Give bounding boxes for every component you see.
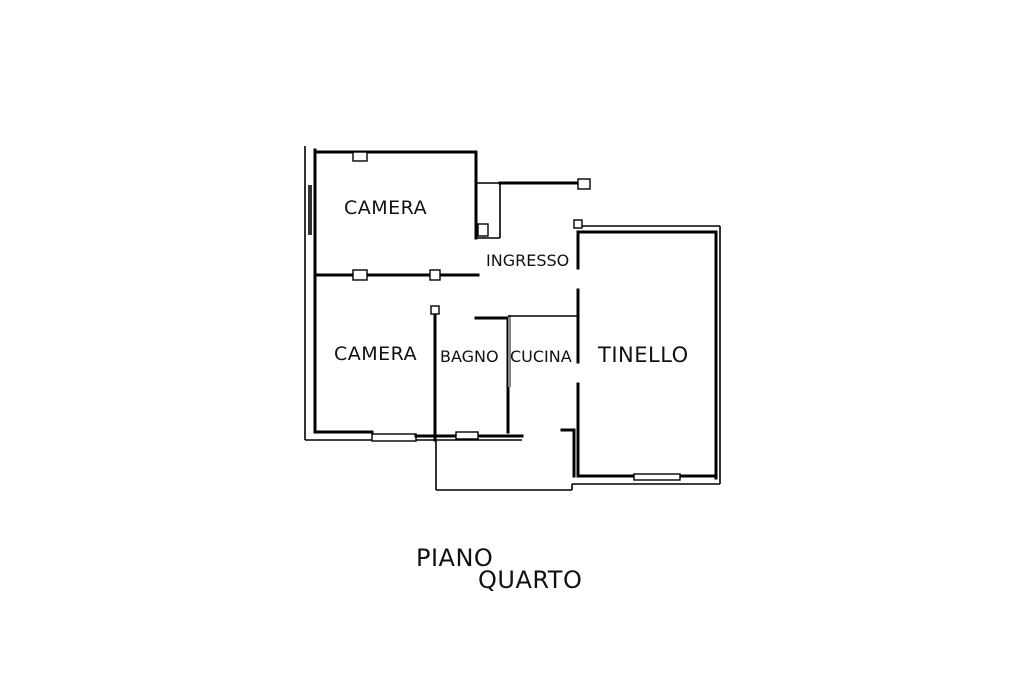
room-camera-bottom [313, 305, 440, 442]
label-ingresso: INGRESSO [486, 251, 569, 270]
room-bagno [414, 316, 524, 441]
room-ingresso-walls [498, 178, 591, 190]
window-camera-top [352, 151, 441, 281]
room-tinello [572, 219, 721, 485]
label-camera-bottom: CAMERA [334, 343, 417, 365]
room-cucina [508, 315, 578, 478]
caption-line-2: QUARTO [478, 566, 582, 594]
caption-line-1: PIANO [416, 544, 493, 572]
plan-caption: PIANO QUARTO [416, 544, 582, 594]
exterior-wall-left [304, 146, 372, 441]
label-cucina: CUCINA [510, 347, 572, 366]
label-camera-top: CAMERA [344, 197, 427, 219]
window-left [308, 185, 312, 235]
closet [476, 182, 501, 239]
label-tinello: TINELLO [597, 343, 689, 367]
balcony [435, 440, 573, 491]
room-camera-top [313, 150, 480, 277]
label-bagno: BAGNO [440, 347, 499, 366]
